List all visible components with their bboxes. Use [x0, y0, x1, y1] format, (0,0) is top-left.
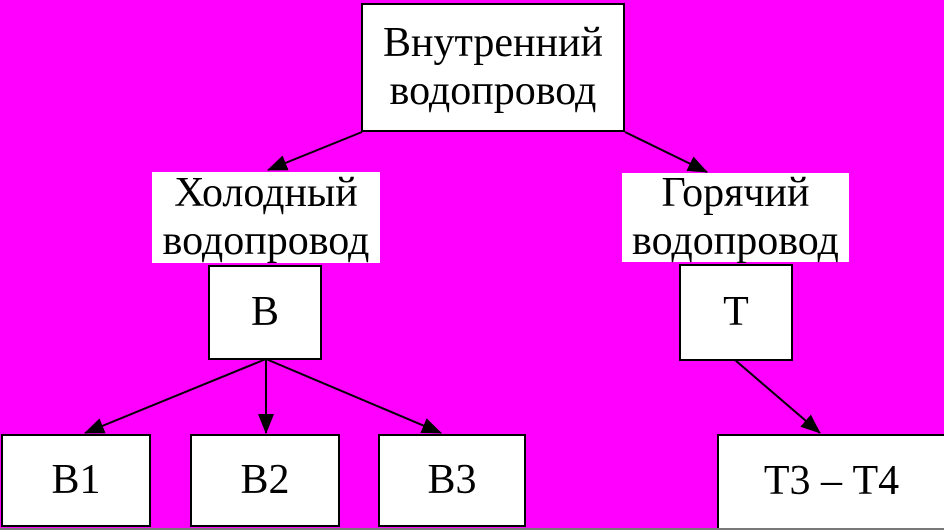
node-hot-water: Горячий водопровод [622, 170, 849, 264]
node-b-label: В [250, 288, 279, 335]
node-t-label: Т [723, 288, 749, 335]
node-hot-water-label: Горячий водопровод [632, 170, 839, 264]
connector-root-cold [267, 131, 363, 171]
node-b2: В2 [190, 434, 340, 527]
node-t: Т [679, 264, 793, 361]
node-t3-t4-label: Т3 – Т4 [763, 458, 900, 505]
connector-b-b1 [84, 358, 267, 434]
connector-root-hot [624, 131, 708, 173]
node-b2-label: В2 [240, 456, 290, 503]
node-b1-label: В1 [51, 456, 101, 503]
connector-t-t34 [734, 359, 821, 434]
bottom-edge-line [0, 528, 944, 530]
node-b1: В1 [1, 434, 151, 527]
connector-b-b3 [265, 358, 442, 434]
node-b: В [208, 265, 322, 360]
node-cold-water-label: Холодный водопровод [162, 170, 370, 264]
node-b3: В3 [378, 434, 526, 527]
node-internal-plumbing-label: Внутренний водопровод [383, 20, 603, 114]
node-b3-label: В3 [427, 456, 477, 503]
node-internal-plumbing: Внутренний водопровод [361, 3, 625, 132]
node-t3-t4: Т3 – Т4 [717, 434, 944, 530]
node-cold-water: Холодный водопровод [152, 170, 380, 264]
